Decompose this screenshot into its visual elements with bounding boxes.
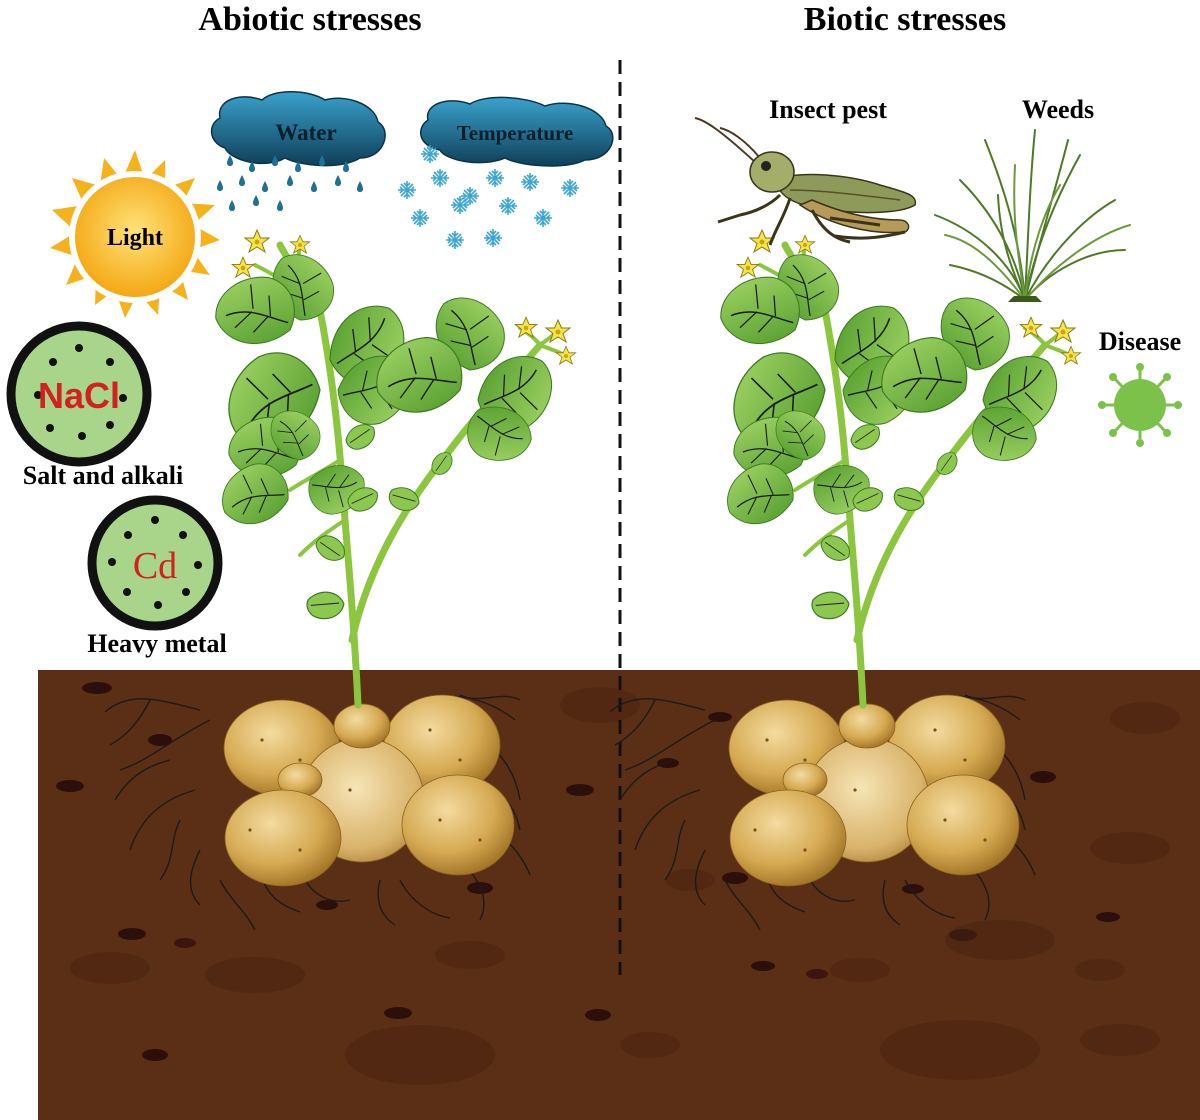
sun-icon: Light <box>50 150 220 318</box>
insect-pest-label: Insect pest <box>769 95 887 124</box>
biotic-heading: Biotic stresses <box>804 1 1006 38</box>
light-label: Light <box>107 225 163 251</box>
virus-icon <box>1098 363 1182 447</box>
disease-label: Disease <box>1099 327 1181 356</box>
temperature-label: Temperature <box>457 121 574 145</box>
water-cloud: Water <box>212 92 386 166</box>
water-label: Water <box>275 120 336 145</box>
nacl-icon: NaCl <box>11 326 147 462</box>
weeds-icon <box>935 130 1130 300</box>
salt-alkali-label: Salt and alkali <box>23 461 183 490</box>
temperature-cloud: Temperature <box>421 97 613 166</box>
cd-icon: Cd <box>92 500 218 626</box>
cd-text: Cd <box>133 545 177 587</box>
grasshopper-icon <box>695 118 915 245</box>
abiotic-heading: Abiotic stresses <box>198 1 421 38</box>
nacl-text: NaCl <box>38 375 120 416</box>
heavy-metal-label: Heavy metal <box>87 629 226 658</box>
weeds-base <box>1008 296 1042 302</box>
weeds-label: Weeds <box>1022 95 1094 124</box>
